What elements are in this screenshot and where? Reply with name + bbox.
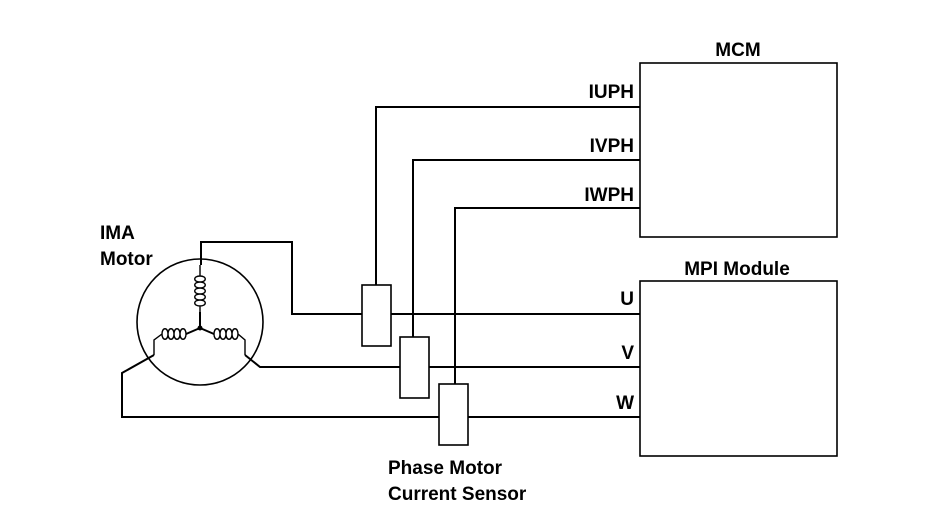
star-point bbox=[197, 325, 203, 331]
phase-u-wire bbox=[200, 241, 640, 315]
winding-w-coil bbox=[153, 328, 187, 355]
ivph-signal-wire bbox=[412, 159, 640, 337]
mpi-module-box bbox=[639, 280, 838, 457]
mpi-module-label: MPI Module bbox=[684, 259, 790, 280]
mcm-box bbox=[639, 62, 838, 238]
iuph-signal-wire bbox=[375, 106, 640, 285]
sensor-label-line2: Current Sensor bbox=[388, 484, 527, 505]
iwph-signal-wire bbox=[454, 207, 640, 384]
sensor-label-line1: Phase Motor bbox=[388, 458, 503, 479]
winding-w-lead bbox=[185, 327, 201, 335]
iwph-label: IWPH bbox=[584, 185, 634, 206]
current-sensor-v bbox=[399, 336, 430, 399]
current-sensor-u bbox=[361, 284, 392, 347]
phase-w-label: W bbox=[616, 393, 634, 414]
winding-v-lead bbox=[199, 327, 215, 335]
ima-motor-circle bbox=[136, 258, 264, 386]
ima-label-line1: IMA bbox=[100, 223, 135, 244]
ivph-label: IVPH bbox=[590, 136, 634, 157]
phase-v-wire bbox=[244, 354, 640, 368]
ima-label-line2: Motor bbox=[100, 249, 153, 270]
iuph-label: IUPH bbox=[589, 82, 634, 103]
winding-u-coil bbox=[194, 265, 206, 312]
phase-v-label: V bbox=[621, 343, 634, 364]
phase-u-label: U bbox=[620, 289, 634, 310]
winding-v-coil bbox=[213, 328, 246, 355]
motor-windings bbox=[153, 265, 246, 355]
phase-w-wire bbox=[121, 354, 640, 418]
mcm-label: MCM bbox=[715, 40, 760, 61]
current-sensor-w bbox=[438, 383, 469, 446]
